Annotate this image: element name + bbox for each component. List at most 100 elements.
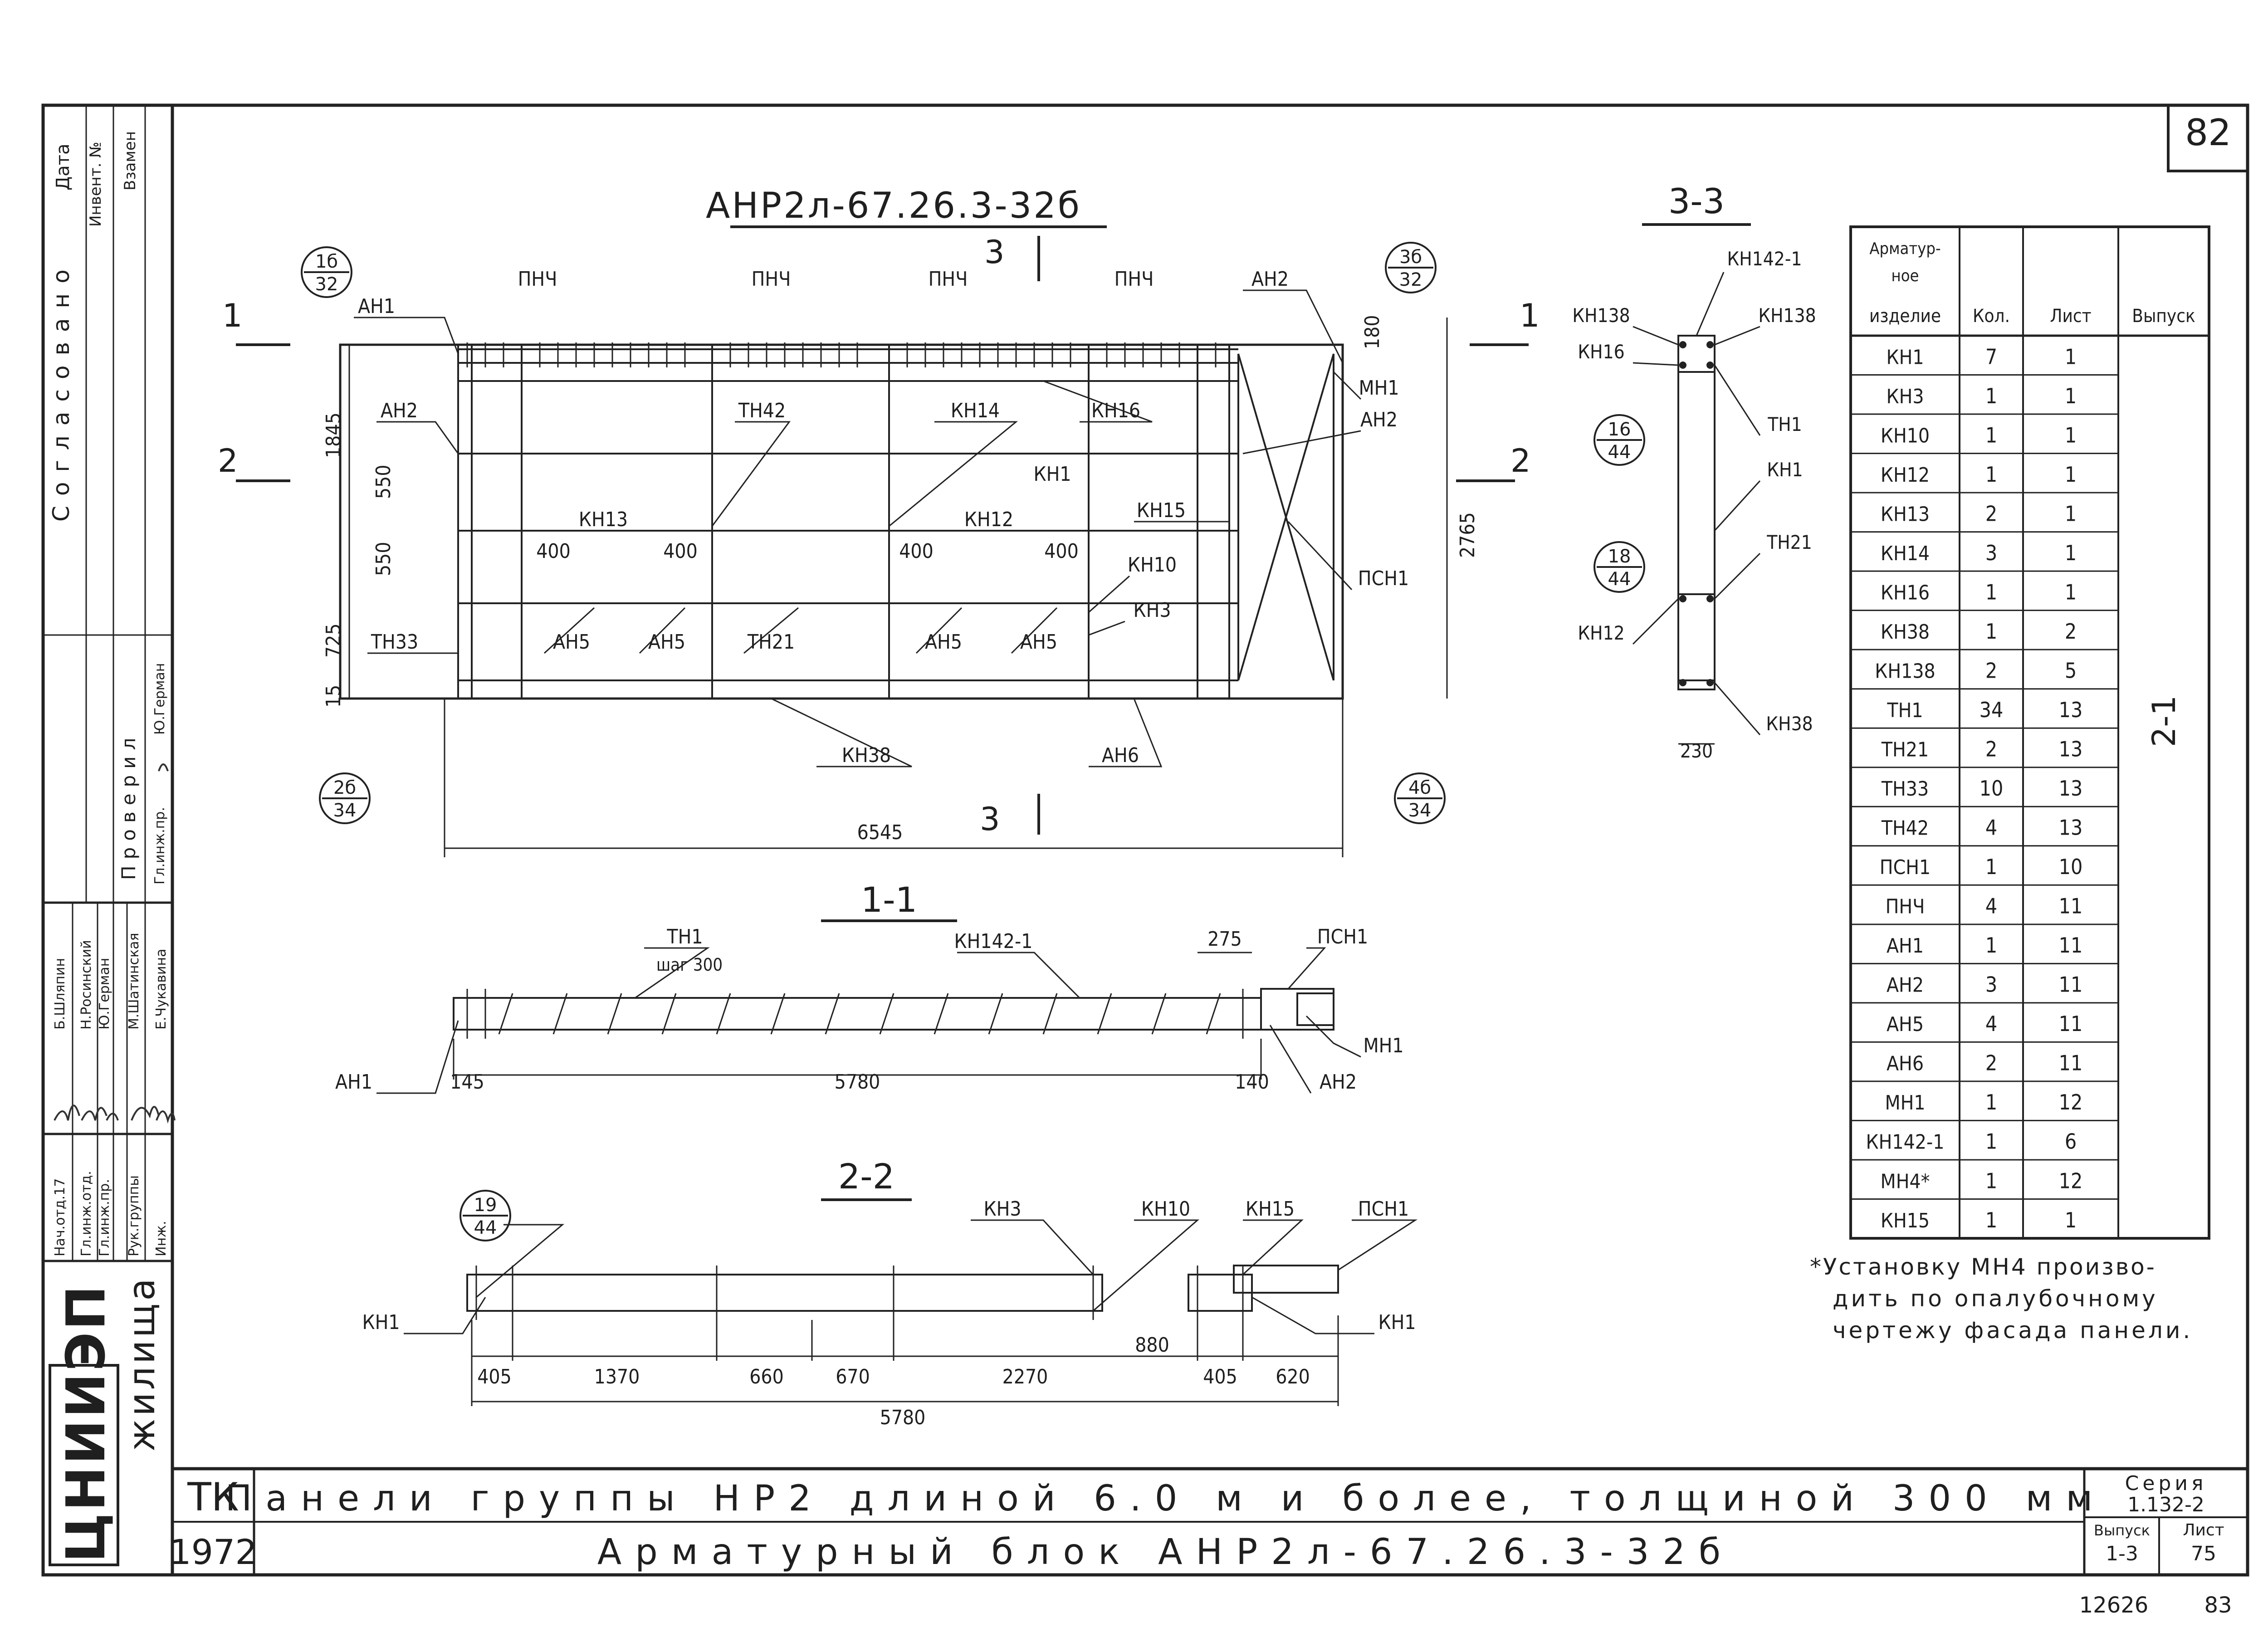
node-4-bottom: 34 — [1408, 800, 1432, 821]
note: *Установку МН4 произво- дить по опалубоч… — [1810, 1254, 2190, 1344]
dim-550-a: 550 — [372, 464, 395, 499]
spec-table — [1849, 225, 2210, 1240]
table-cell-item: КН13 — [1881, 503, 1930, 526]
table-cell-item: АН2 — [1887, 974, 1924, 997]
table-cell-qty: 1 — [1985, 384, 1997, 408]
table-cell-sheet: 13 — [2059, 737, 2083, 762]
tb-list: 75 — [2191, 1542, 2216, 1565]
role-4: Рук.группы — [126, 1175, 142, 1256]
lbl-an6: АН6 — [1102, 744, 1139, 767]
table-row: КН3 1 1 — [1886, 384, 2077, 408]
dim-15: 15 — [322, 685, 345, 708]
table-cell-sheet: 11 — [2059, 1051, 2083, 1075]
role-1: Нач.отд.17 — [52, 1178, 68, 1257]
table-cell-item: КН10 — [1881, 424, 1930, 447]
table-cell-sheet: 1 — [2065, 1208, 2077, 1232]
s22-kn1-l: КН1 — [362, 1311, 400, 1334]
th-sheet: Лист — [2050, 306, 2091, 327]
lbl-kn14: КН14 — [951, 399, 1000, 422]
lbl-pnch-2: ПНЧ — [752, 268, 791, 291]
s22-880: 880 — [1135, 1334, 1169, 1357]
table-cell-sheet: 13 — [2059, 698, 2083, 722]
lbl-kn12: КН12 — [964, 508, 1013, 531]
table-cell-qty: 2 — [1985, 501, 1997, 526]
s22-620: 620 — [1276, 1365, 1310, 1388]
node-markers — [301, 242, 1645, 1241]
table-cell-qty: 4 — [1985, 1012, 1997, 1036]
note-line-1: *Установку МН4 произво- — [1810, 1254, 2156, 1280]
table-cell-qty: 10 — [1980, 776, 2004, 801]
role-2: Гл.инж.отд. — [78, 1171, 94, 1256]
table-cell-item: АН5 — [1887, 1013, 1924, 1036]
table-cell-item: КН15 — [1881, 1209, 1930, 1232]
dim-1845: 1845 — [322, 412, 345, 458]
table-cell-item: ТН1 — [1887, 699, 1923, 722]
node-1-bottom: 32 — [315, 274, 338, 295]
role-3: Гл.инж.пр. — [97, 1179, 112, 1256]
section-2-2-title: 2-2 — [838, 1156, 894, 1197]
left-sidebar — [43, 105, 172, 1262]
lbl-an5-1: АН5 — [553, 630, 590, 654]
cut-2-right: 2 — [1510, 442, 1531, 479]
dim-400-4: 400 — [1044, 540, 1079, 563]
table-cell-item: КН1 — [1886, 346, 1924, 369]
table-cell-sheet: 1 — [2065, 501, 2077, 526]
table-cell-qty: 2 — [1985, 658, 1997, 683]
node-6-bottom: 44 — [1608, 569, 1631, 590]
table-cell-qty: 1 — [1985, 619, 1997, 644]
table-cell-sheet: 13 — [2059, 776, 2083, 801]
table-cell-item: КН142-1 — [1866, 1131, 1945, 1154]
th-vypusk: Выпуск — [2132, 306, 2195, 327]
sidebar-date: Дата — [53, 143, 73, 191]
sidebar-names: Б.Шляпин Н.Росинский Ю.Герман М.Шатинска… — [52, 933, 169, 1030]
table-row: КН13 2 1 — [1881, 501, 2077, 526]
table-cell-item: ТН21 — [1881, 738, 1929, 762]
table-cell-sheet: 10 — [2059, 855, 2083, 879]
s11-an2: АН2 — [1320, 1070, 1357, 1094]
sheet-frame — [41, 103, 2249, 1577]
s22-660: 660 — [749, 1365, 784, 1388]
table-cell-item: ПНЧ — [1886, 895, 1925, 919]
table-cell-qty: 1 — [1985, 1208, 1997, 1232]
s11-an1: АН1 — [335, 1070, 372, 1094]
tb-year: 1972 — [169, 1532, 257, 1572]
s33-tn1: ТН1 — [1767, 413, 1802, 435]
lbl-pnch-4: ПНЧ — [1114, 268, 1154, 291]
s33-kn138-r: КН138 — [1758, 304, 1816, 327]
lbl-tn33: ТН33 — [371, 630, 418, 654]
table-cell-item: КН16 — [1881, 581, 1930, 604]
lbl-psn1: ПСН1 — [1358, 567, 1409, 590]
table-cell-sheet: 11 — [2059, 933, 2083, 958]
section-3-3: 3-3 КН142-1 КН138 КН138 КН16 ТН1 КН1 ТН2… — [1572, 181, 1816, 762]
dim-6545: 6545 — [857, 821, 903, 844]
table-cell-item: КН38 — [1881, 621, 1930, 644]
table-cell-sheet: 1 — [2065, 384, 2077, 408]
cut-3-top: 3 — [984, 234, 1005, 271]
s33-kn138-l: КН138 — [1572, 304, 1630, 327]
sidebar-checked-role: Гл.инж.пр. — [152, 807, 168, 884]
lbl-an5-4: АН5 — [1020, 630, 1057, 654]
node-2-bottom: 32 — [1399, 269, 1422, 290]
table-cell-item: КН3 — [1886, 385, 1924, 408]
section-2-2: 2-2 КН3 КН10 КН15 ПСН1 КН1 КН — [362, 1156, 1418, 1429]
table-cell-sheet: 12 — [2059, 1090, 2083, 1114]
table-cell-sheet: 11 — [2059, 1012, 2083, 1036]
dim-180: 180 — [1361, 315, 1384, 349]
role-5: Инж. — [153, 1221, 169, 1256]
dim-550-b: 550 — [372, 542, 395, 576]
table-headers: Арматур- ное изделие Кол. Лист Выпуск — [1869, 239, 2195, 327]
table-cell-item: КН138 — [1875, 660, 1935, 683]
table-cell-item: МН1 — [1885, 1091, 1925, 1114]
sidebar-agreed: Согласовано — [48, 259, 74, 522]
sidebar-checked: Проверил — [117, 732, 140, 880]
table-cell-sheet: 1 — [2065, 344, 2077, 369]
lbl-pnch-1: ПНЧ — [518, 268, 557, 291]
